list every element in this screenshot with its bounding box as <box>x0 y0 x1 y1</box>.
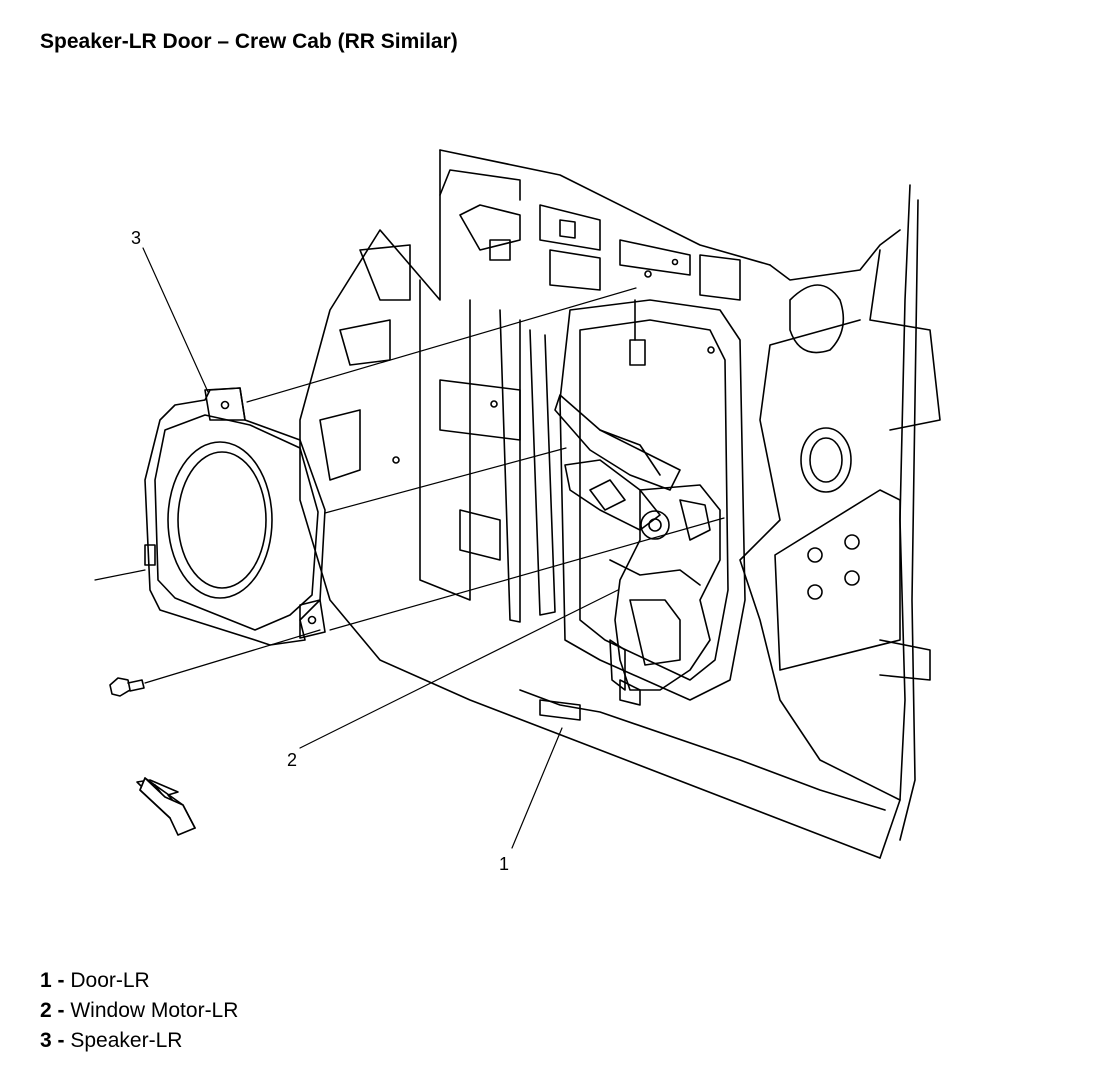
legend-separator: - <box>51 969 71 992</box>
speaker-lr <box>144 387 326 646</box>
callout-1: 1 <box>499 854 510 874</box>
legend-label: Door-LR <box>70 969 150 992</box>
legend-item: 3 - Speaker-LR <box>40 1026 238 1056</box>
door-lr <box>299 149 941 859</box>
diagram-title: Speaker-LR Door – Crew Cab (RR Similar) <box>40 30 458 53</box>
legend-item: 1 - Door-LR <box>40 966 238 996</box>
legend: 1 - Door-LR 2 - Window Motor-LR 3 - Spea… <box>40 966 238 1056</box>
callout-leaders <box>142 247 619 849</box>
legend-item: 2 - Window Motor-LR <box>40 996 238 1026</box>
legend-number: 1 <box>40 969 52 992</box>
legend-separator: - <box>51 999 71 1022</box>
window-motor-lr <box>554 394 721 706</box>
alignment-lines <box>94 287 725 684</box>
legend-label: Window Motor-LR <box>70 999 239 1022</box>
direction-arrow-icon <box>136 777 196 836</box>
callout-3: 3 <box>131 228 142 248</box>
legend-number: 3 <box>40 1029 52 1052</box>
speaker-screw <box>109 677 145 697</box>
legend-separator: - <box>51 1029 71 1052</box>
callout-2: 2 <box>287 750 298 770</box>
legend-label: Speaker-LR <box>70 1029 183 1052</box>
legend-number: 2 <box>40 999 52 1022</box>
